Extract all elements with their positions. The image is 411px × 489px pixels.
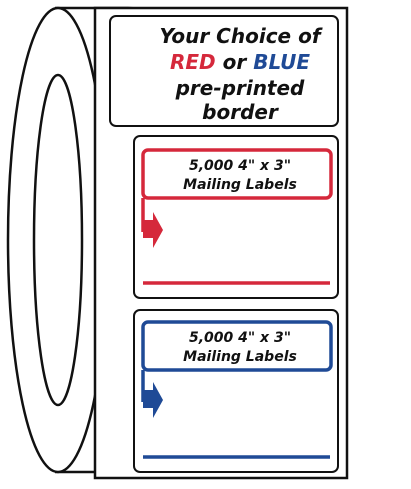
headline-blue-word: BLUE: [253, 50, 310, 74]
blue-arrow-icon: [143, 382, 163, 418]
roll-core: [32, 73, 84, 407]
headline-line-4: border: [202, 100, 278, 124]
headline-line-3: pre-printed: [175, 76, 305, 100]
red-label-quantity: 5,000 4" x 3": [188, 158, 291, 174]
blue-label-frame: [141, 320, 333, 372]
blue-label-quantity: 5,000 4" x 3": [188, 330, 291, 346]
headline-or-word: or: [222, 50, 247, 74]
red-arrow-icon: [143, 212, 163, 248]
red-label-outline: [133, 135, 339, 299]
red-label-frame: [141, 148, 333, 200]
headline-line-1: Your Choice of: [159, 24, 321, 48]
headline-line-2: RED or BLUE: [140, 50, 340, 74]
top-label-panel: [109, 15, 339, 127]
blue-label-title: Mailing Labels: [183, 349, 297, 365]
blue-label-outline: [133, 309, 339, 473]
red-label-title: Mailing Labels: [183, 177, 297, 193]
headline-red-word: RED: [169, 50, 216, 74]
